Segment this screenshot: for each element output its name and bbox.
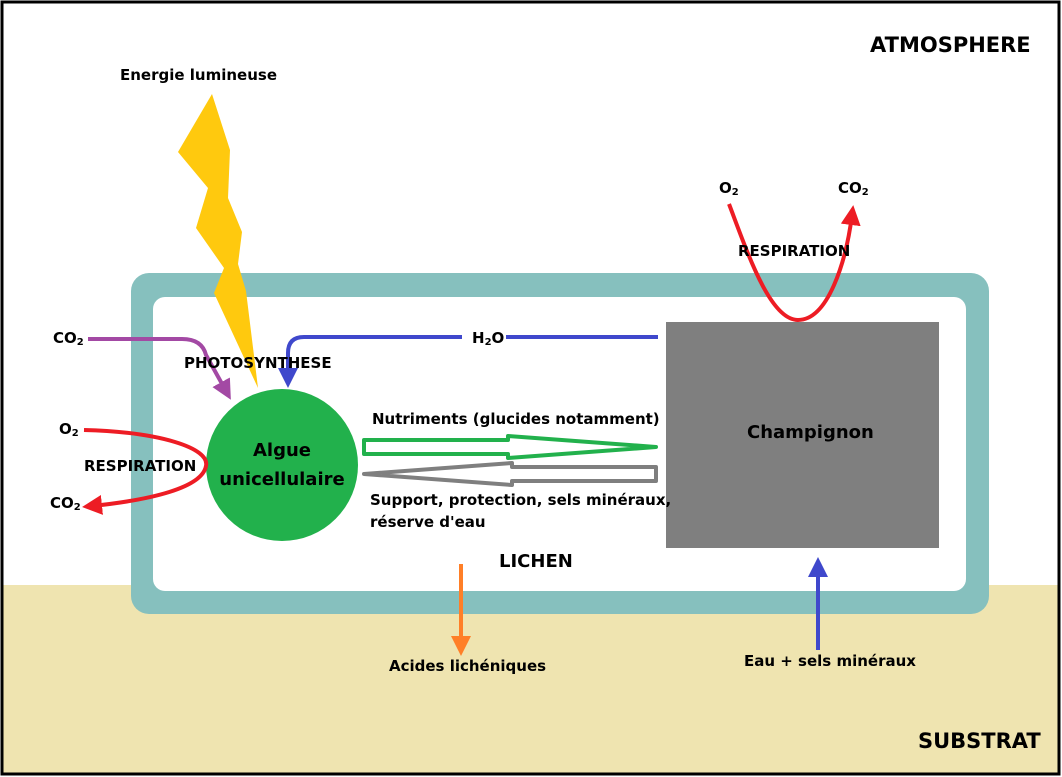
support-label: Support, protection, sels minéraux, rése… <box>370 489 671 533</box>
substrat-label: SUBSTRAT <box>918 729 1041 753</box>
lichen-label: LICHEN <box>499 551 573 572</box>
o2-input-label: O2 <box>59 420 79 439</box>
energie-lumineuse-label: Energie lumineuse <box>120 66 277 84</box>
h2o-label: H2O <box>470 329 507 348</box>
champignon-box <box>666 322 939 548</box>
algue-cell <box>206 389 358 541</box>
support-label-line1: Support, protection, sels minéraux, <box>370 491 672 509</box>
algue-respiration-label: RESPIRATION <box>84 457 197 475</box>
nutriments-label: Nutriments (glucides notamment) <box>372 410 660 428</box>
champignon-respiration-arrow <box>727 203 861 323</box>
co2-top-label: CO2 <box>838 179 869 198</box>
lightning-icon <box>178 94 258 388</box>
o2-top-label: O2 <box>719 179 739 198</box>
eau-sels-label: Eau + sels minéraux <box>744 652 916 670</box>
photosynthese-label: PHOTOSYNTHESE <box>184 354 332 372</box>
champignon-label: Champignon <box>747 422 874 443</box>
co2-output-label: CO2 <box>50 494 81 513</box>
champignon-respiration-label: RESPIRATION <box>738 242 851 260</box>
substrate-area <box>3 585 1059 774</box>
nutriments-arrow <box>362 434 658 460</box>
algue-label-line1: Algue <box>252 440 311 461</box>
atmosphere-label: ATMOSPHERE <box>870 33 1031 57</box>
support-label-line2: réserve d'eau <box>370 513 486 531</box>
algue-label: Algue unicellulaire <box>212 436 352 494</box>
algue-respiration-arrow <box>82 428 209 515</box>
h2o-arrow-left <box>278 335 462 388</box>
co2-photosynthesis-arrow <box>88 337 231 400</box>
co2-input-label: CO2 <box>53 329 84 348</box>
acides-label: Acides lichéniques <box>389 657 547 675</box>
support-arrow <box>362 461 658 487</box>
algue-label-line2: unicellulaire <box>219 469 345 490</box>
